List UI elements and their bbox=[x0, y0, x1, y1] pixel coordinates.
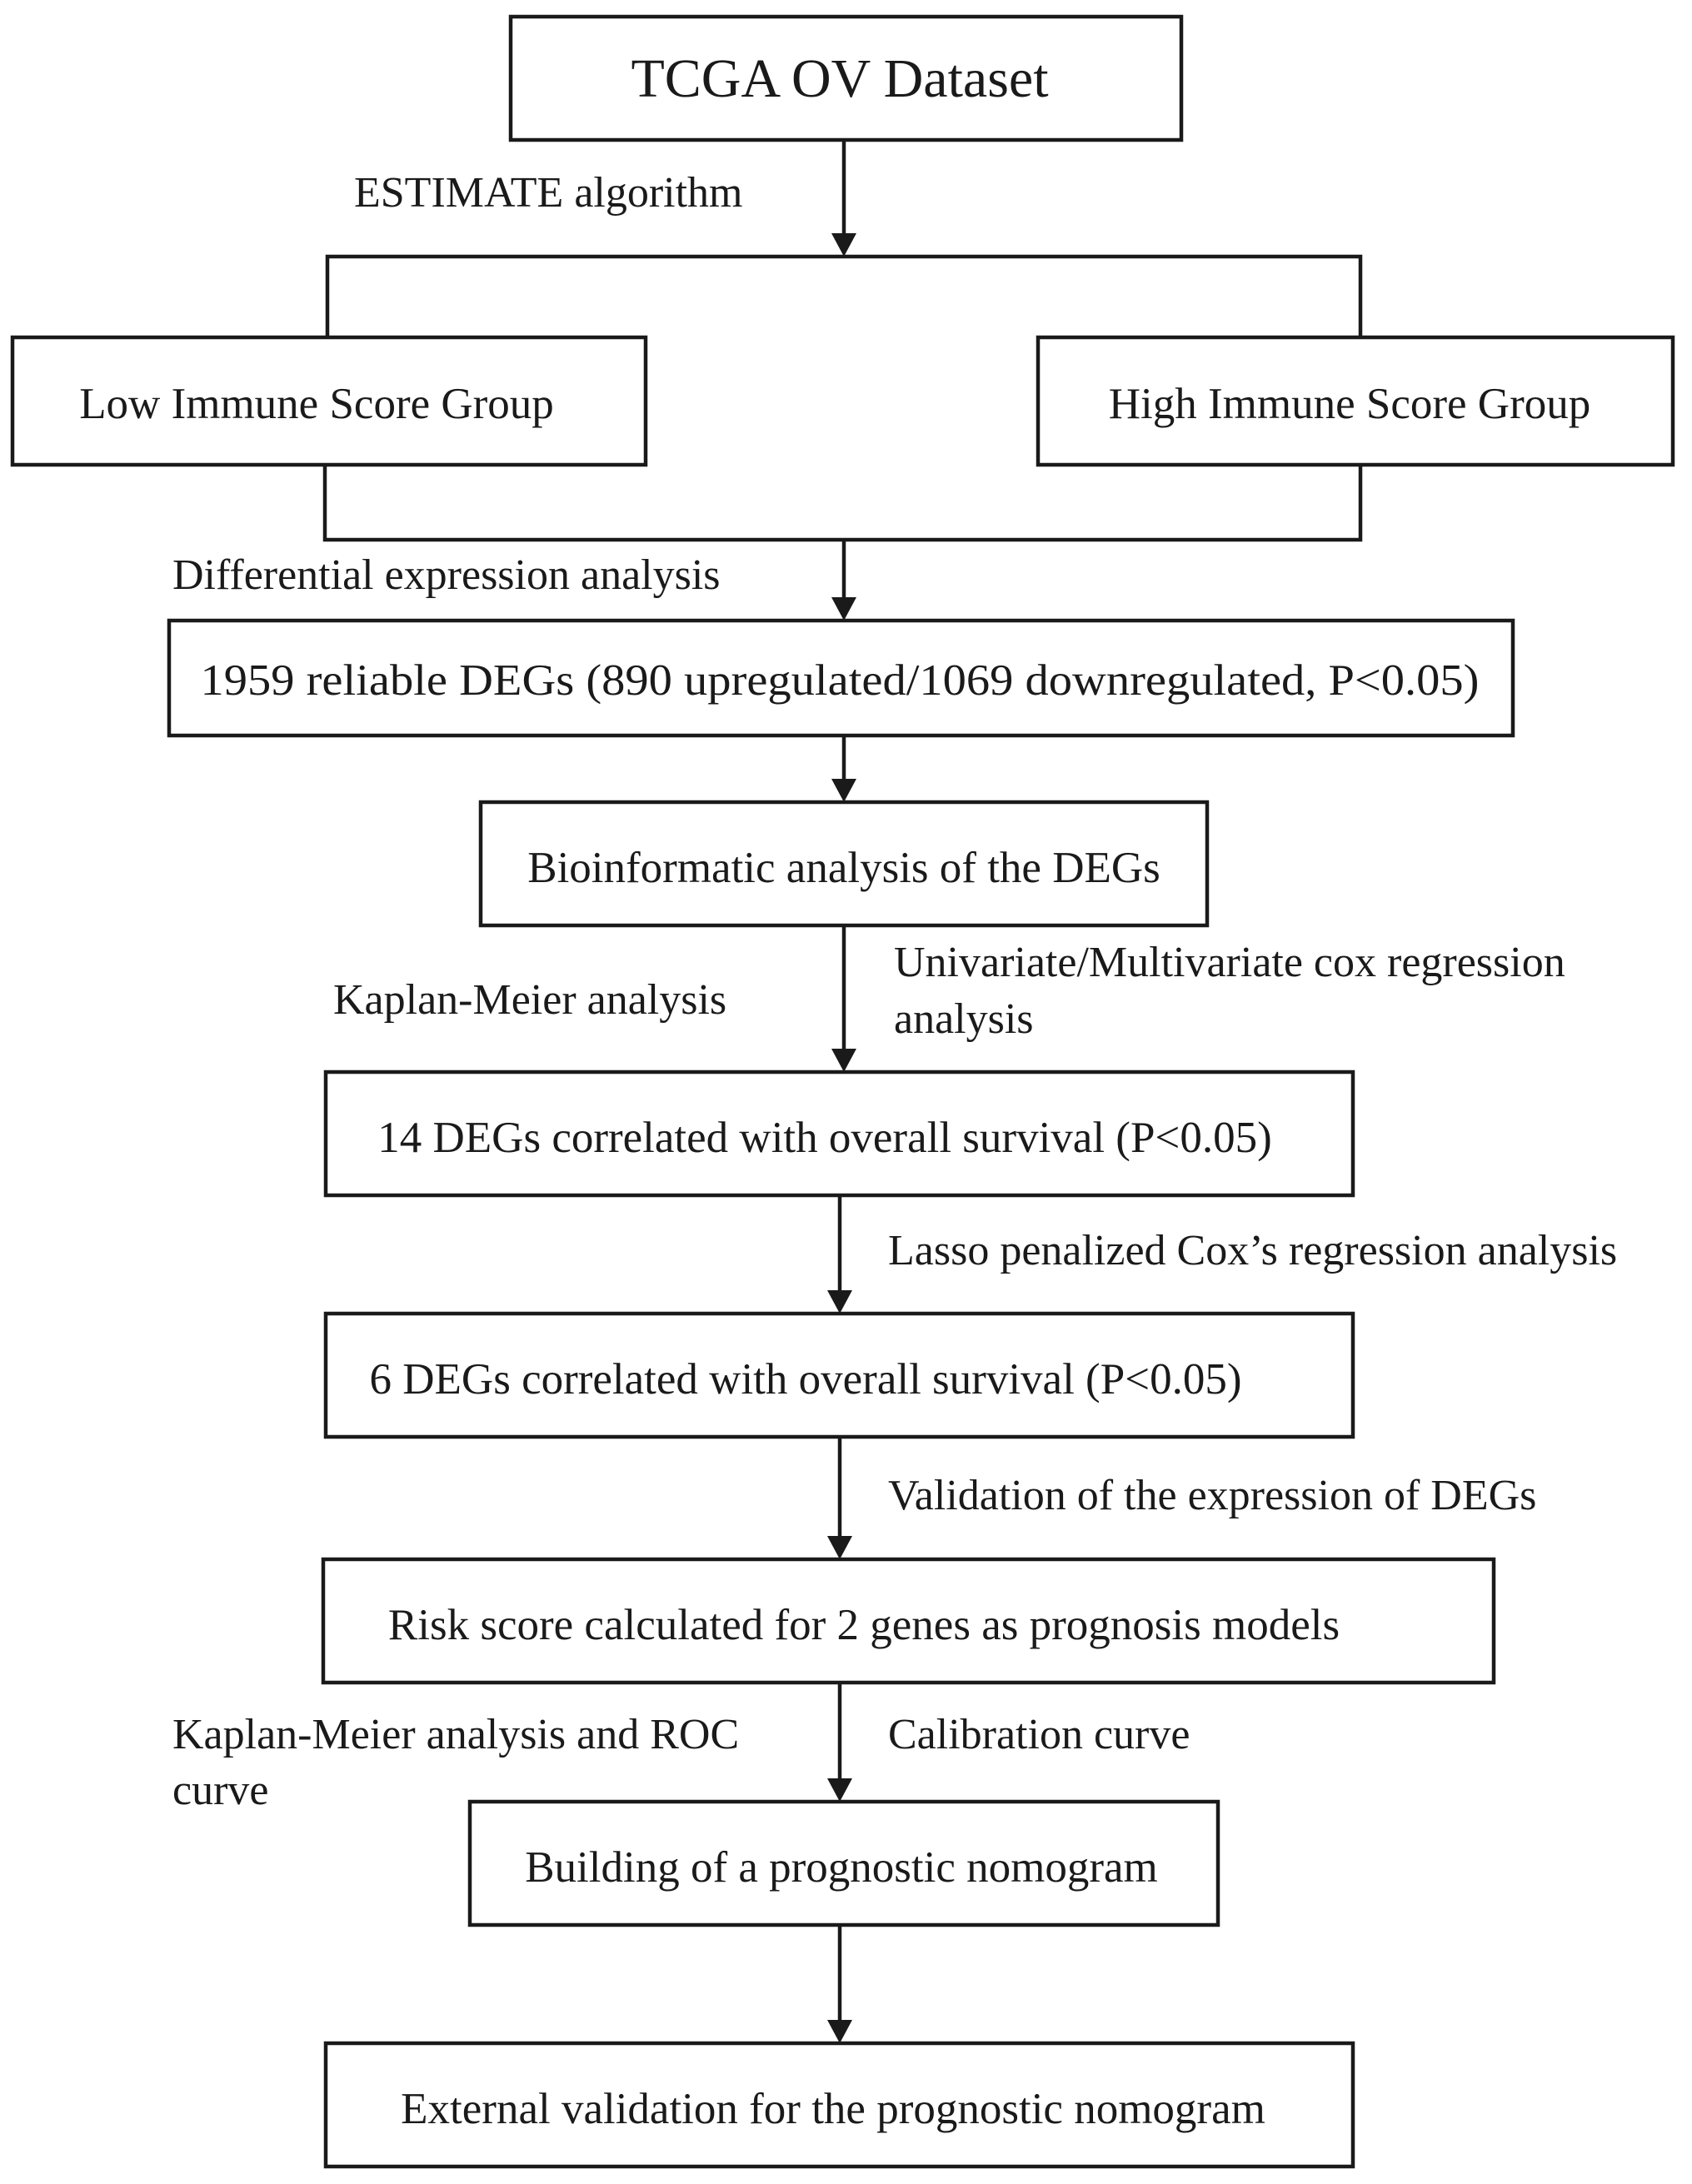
km-roc-label-line2: curve bbox=[172, 1767, 268, 1814]
cox-regression-label-line1: Univariate/Multivariate cox regression bbox=[894, 939, 1565, 986]
km-roc-label-line1: Kaplan-Meier analysis and ROC bbox=[172, 1711, 739, 1758]
dataset-box bbox=[508, 14, 1184, 142]
degs-14-box bbox=[323, 1070, 1355, 1198]
lasso-label: Lasso penalized Cox’s regression analysi… bbox=[888, 1227, 1617, 1274]
merge-bracket bbox=[322, 465, 1363, 542]
low-immune-group-box bbox=[10, 335, 648, 467]
kaplan-meier-label: Kaplan-Meier analysis bbox=[333, 976, 726, 1024]
risk-score-box bbox=[321, 1557, 1496, 1685]
reliable-degs-label: 1959 reliable DEGs (890 upregulated/1069… bbox=[201, 656, 1480, 705]
high-immune-group-box bbox=[1036, 335, 1675, 467]
split-bracket bbox=[325, 254, 1363, 337]
reliable-degs-box bbox=[167, 618, 1515, 738]
estimate-label: ESTIMATE algorithm bbox=[354, 169, 743, 217]
arrowhead-degs6-to-risk bbox=[827, 1536, 852, 1559]
calibration-label: Calibration curve bbox=[888, 1711, 1190, 1758]
bioinformatic-label: Bioinformatic analysis of the DEGs bbox=[527, 844, 1160, 892]
differential-label: Differential expression analysis bbox=[172, 551, 721, 599]
nomogram-box bbox=[467, 1799, 1220, 1927]
arrowhead-merge-to-degs bbox=[831, 597, 856, 621]
degs-6-label: 6 DEGs correlated with overall survival … bbox=[370, 1355, 1242, 1404]
low-immune-group-label: Low Immune Score Group bbox=[79, 380, 554, 428]
high-immune-group-label: High Immune Score Group bbox=[1109, 380, 1590, 428]
risk-score-label: Risk score calculated for 2 genes as pro… bbox=[388, 1601, 1340, 1649]
arrowhead-dataset-to-split bbox=[831, 233, 856, 257]
arrowhead-degs14-to-degs6 bbox=[827, 1290, 852, 1314]
cox-regression-label-line2: analysis bbox=[894, 995, 1034, 1043]
nomogram-label: Building of a prognostic nomogram bbox=[525, 1843, 1158, 1892]
arrowhead-nomogram-to-external bbox=[827, 2020, 852, 2043]
arrowhead-bioinformatic-to-degs14 bbox=[831, 1049, 856, 1072]
degs-14-label: 14 DEGs correlated with overall survival… bbox=[377, 1114, 1271, 1162]
dataset-title: TCGA OV Dataset bbox=[631, 48, 1048, 109]
external-validation-label: External validation for the prognostic n… bbox=[401, 2085, 1265, 2133]
external-validation-box bbox=[323, 2041, 1355, 2169]
validation-expression-label: Validation of the expression of DEGs bbox=[888, 1472, 1536, 1519]
arrowhead-risk-to-nomogram bbox=[827, 1778, 852, 1802]
arrowhead-degs-to-bioinformatic bbox=[831, 779, 856, 802]
